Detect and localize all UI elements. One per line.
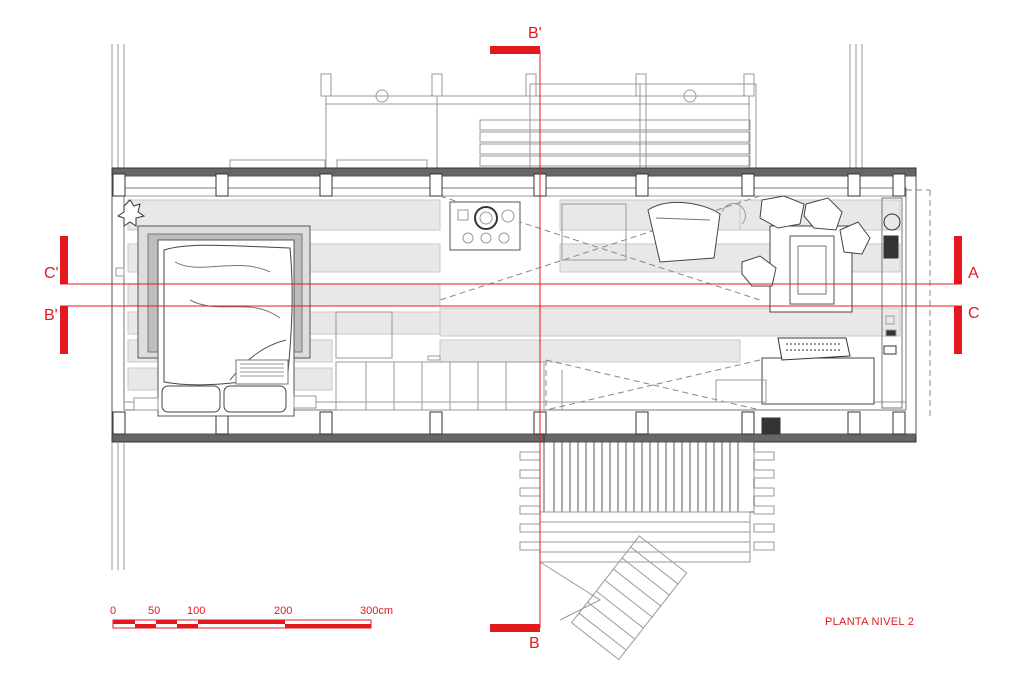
section-label-a: A [968,265,979,282]
plan-title: PLANTA NIVEL 2 [825,616,915,628]
section-marker-b-bottom [490,624,540,632]
section-label-c: C [968,305,980,322]
lounge-sofa [741,195,903,409]
scale-bar [112,619,372,629]
scale-tick-200: 200 [274,605,293,617]
interior-stairs [335,311,563,411]
wall-posts [112,173,906,435]
section-marker-a [954,236,962,284]
section-label-c-prime: C' [44,265,59,282]
entry-deck [111,441,775,661]
deck-posts [320,73,755,168]
section-label-b-prime-left: B' [44,307,58,324]
section-marker-b-prime-left [60,306,68,354]
section-label-b-bottom: B [529,635,540,652]
double-bed [115,199,317,417]
scale-tick-100: 100 [187,605,206,617]
scale-tick-0: 0 [110,605,117,617]
scale-tick-300: 300cm [360,605,394,617]
section-marker-b-top [490,46,540,54]
section-marker-c-prime [60,236,68,284]
upper-deck [111,44,863,169]
section-label-b-top: B' [528,25,542,42]
kitchen-counter [449,201,521,251]
section-cuts [60,46,962,632]
armchair [561,202,746,263]
daybed [715,337,875,435]
section-marker-c [954,306,962,354]
scale-tick-50: 50 [148,605,161,617]
